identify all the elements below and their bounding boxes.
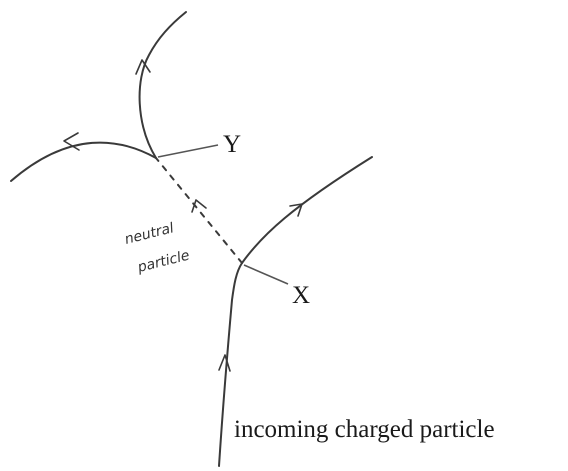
incoming-track xyxy=(218,262,243,467)
outgoing-track-x-arrow xyxy=(289,203,303,217)
neutral-label: neutral xyxy=(123,220,176,248)
outgoing-track-x xyxy=(241,156,373,264)
neutral-particle-path xyxy=(155,157,243,264)
incoming-particle-label: incoming charged particle xyxy=(234,416,495,443)
outgoing-track-y-upper-arrow xyxy=(135,59,151,75)
vertex-y-label: Y xyxy=(223,131,241,158)
outgoing-track-y-left-arrow xyxy=(63,132,80,151)
neutral-particle-arrow xyxy=(191,199,207,213)
particle-label: particle xyxy=(135,248,191,277)
vertex-x-label: X xyxy=(292,282,310,309)
outgoing-track-y-left xyxy=(10,141,157,182)
outgoing-track-y-upper xyxy=(138,11,187,159)
y-leader-line xyxy=(157,144,219,158)
incoming-track-arrow xyxy=(218,354,231,372)
x-leader-line xyxy=(243,264,289,285)
